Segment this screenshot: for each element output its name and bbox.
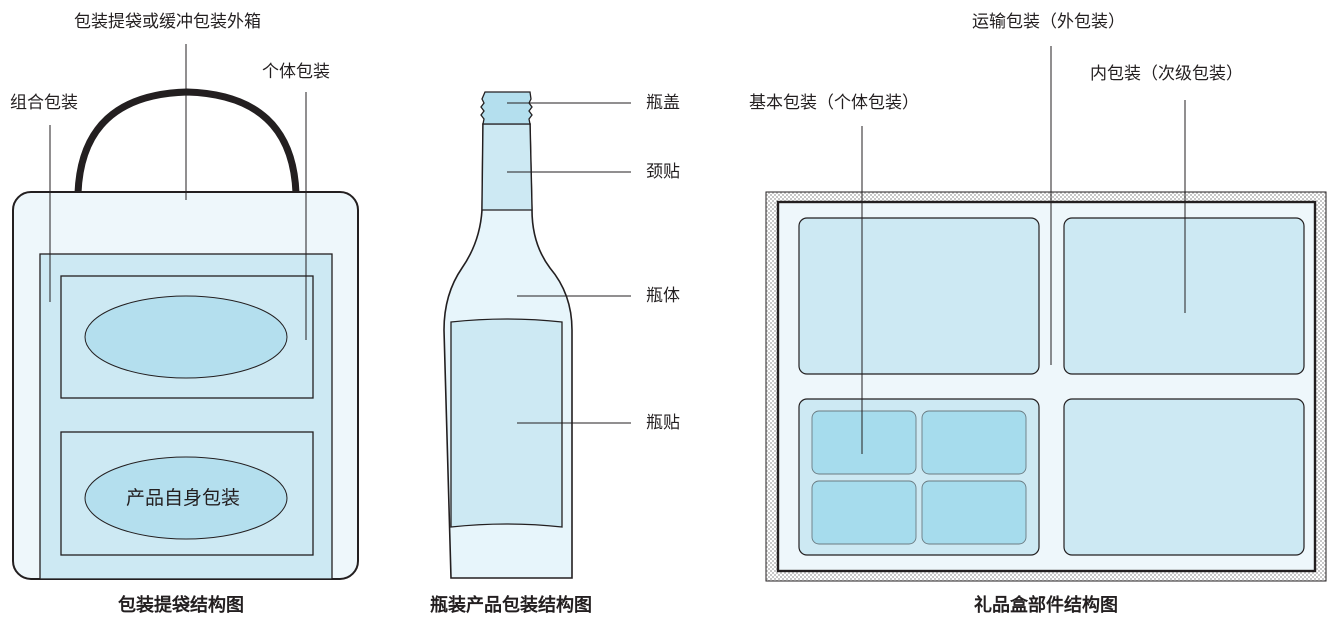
bag-handle [74, 88, 300, 194]
bottle-cap [480, 91, 533, 125]
bag-label-product: 产品自身包装 [126, 487, 241, 509]
bag-label-single: 个体包装 [262, 62, 330, 82]
giftbox-caption: 礼品盒部件结构图 [974, 595, 1118, 616]
giftbox-compartment-top-left [798, 217, 1040, 375]
giftbox-label-transport: 运输包装（外包装） [972, 12, 1125, 32]
bottle-label-neck: 颈贴 [646, 162, 680, 182]
giftbox-label-inner: 内包装（次级包装） [1090, 64, 1243, 84]
bottle-label-body: 瓶体 [646, 286, 680, 306]
bag-product-oval-bottom [84, 456, 288, 540]
bottle-caption: 瓶装产品包装结构图 [430, 595, 592, 616]
giftbox-basic-item-1 [811, 410, 917, 475]
bottle-diagram [443, 91, 631, 579]
giftbox-compartment-bottom-right [1063, 398, 1305, 556]
giftbox-label-basic: 基本包装（个体包装） [749, 93, 919, 113]
bottle-main-label [450, 318, 563, 528]
bag-caption: 包装提袋结构图 [118, 595, 244, 616]
giftbox-compartment-top-right [1063, 217, 1305, 375]
bag-product-oval-top [84, 295, 288, 379]
giftbox-diagram [765, 46, 1327, 582]
giftbox-basic-item-2 [921, 410, 1027, 475]
giftbox-basic-item-3 [811, 480, 917, 545]
bottle-label-label: 瓶贴 [646, 413, 680, 433]
bag-diagram [12, 44, 359, 580]
giftbox-basic-item-4 [921, 480, 1027, 545]
bag-label-outer: 包装提袋或缓冲包装外箱 [74, 12, 261, 32]
bottle-neck-label [481, 123, 533, 211]
bottle-label-cap: 瓶盖 [646, 93, 680, 113]
bag-label-combo: 组合包装 [10, 93, 78, 113]
